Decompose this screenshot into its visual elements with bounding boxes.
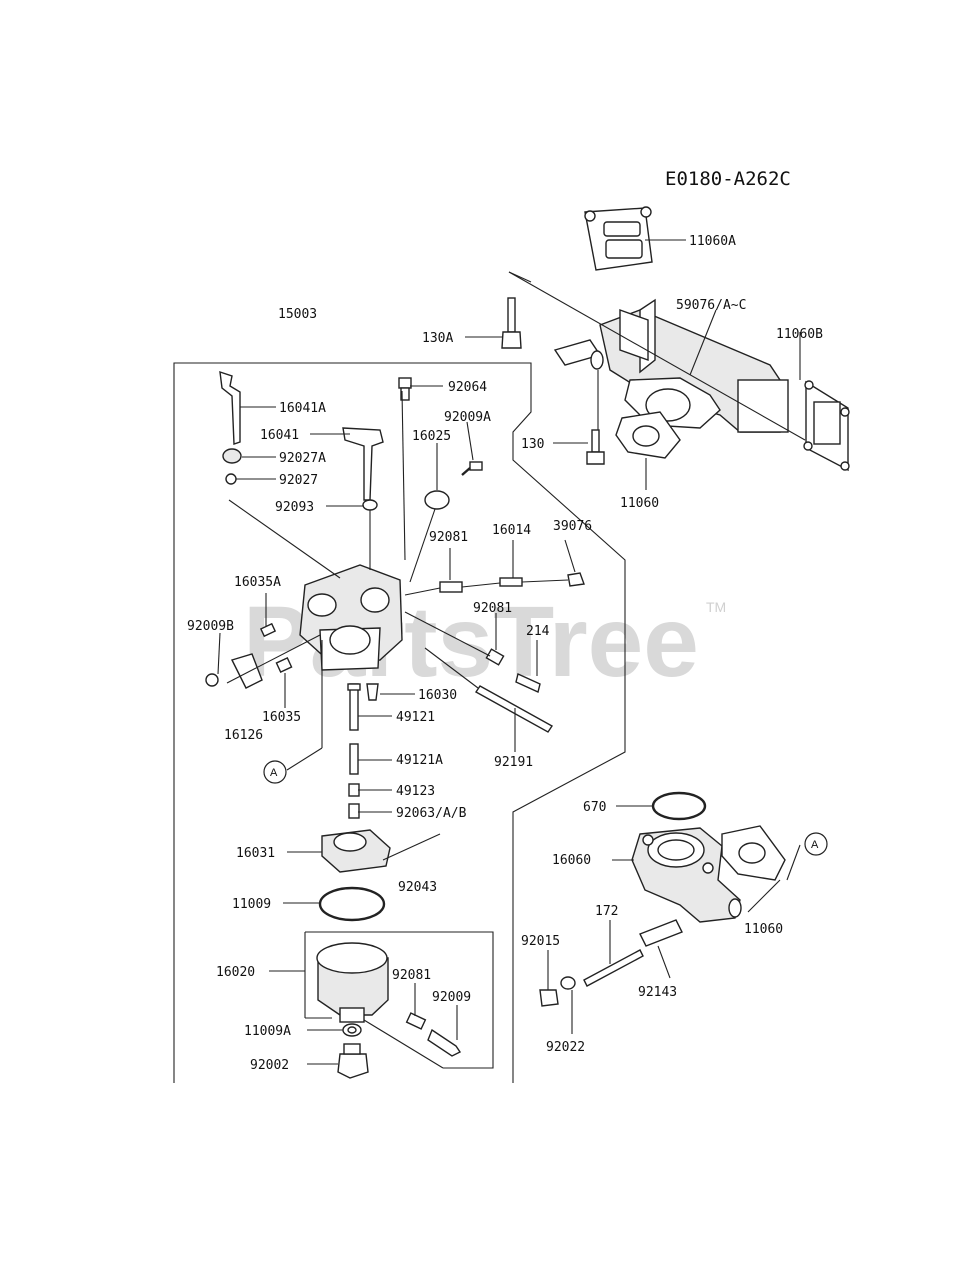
part-label[interactable]: 16031	[236, 846, 275, 861]
screw-92064	[398, 377, 412, 401]
gasket-11060-lower	[721, 825, 786, 881]
part-label[interactable]: 92009A	[444, 410, 491, 425]
stud-172	[583, 949, 644, 987]
part-label[interactable]: 49123	[396, 784, 435, 799]
carburetor-leaders	[217, 385, 576, 1069]
part-label[interactable]: 11060	[620, 496, 659, 511]
part-label[interactable]: 16041A	[279, 401, 326, 416]
part-label[interactable]: 92022	[546, 1040, 585, 1055]
o-ring-670	[651, 791, 707, 821]
washer-92022	[560, 976, 576, 990]
part-label[interactable]: 92009B	[187, 619, 234, 634]
part-label[interactable]: 130	[521, 437, 544, 452]
part-label[interactable]: 92002	[250, 1058, 289, 1073]
washer-11009a	[342, 1023, 362, 1037]
intake-manifold-59076	[553, 298, 789, 433]
part-label[interactable]: 11009	[232, 897, 271, 912]
part-label[interactable]: 16014	[492, 523, 531, 538]
part-label[interactable]: 92027A	[279, 451, 326, 466]
part-label[interactable]: 92064	[448, 380, 487, 395]
jet-16035a	[259, 622, 277, 638]
needle-16030	[366, 683, 379, 701]
screw-214	[515, 673, 541, 693]
part-label[interactable]: 92081	[473, 601, 512, 616]
part-label[interactable]: 11060	[744, 922, 783, 937]
spring-92081-body	[485, 648, 505, 666]
bolt-130	[586, 429, 605, 465]
part-label[interactable]: 92191	[494, 755, 533, 770]
part-label[interactable]: 92081	[429, 530, 468, 545]
part-label[interactable]: 670	[583, 800, 606, 815]
part-label[interactable]: 59076/A~C	[676, 298, 746, 313]
carburetor-body-15003	[299, 564, 403, 671]
part-label[interactable]: 16041	[260, 428, 299, 443]
part-label[interactable]: 11060A	[689, 234, 736, 249]
part-label[interactable]: 16020	[216, 965, 255, 980]
manifold-gasket-11060b	[803, 380, 850, 472]
collar-92143	[639, 919, 683, 947]
screw-92009	[427, 1028, 462, 1057]
callout-a-right-text: A	[811, 839, 819, 851]
part-label[interactable]: 92009	[432, 990, 471, 1005]
part-label[interactable]: 16025	[412, 429, 451, 444]
part-label[interactable]: 92027	[279, 473, 318, 488]
o-ring-11009	[318, 886, 386, 922]
manifold-gasket-11060a	[584, 206, 653, 271]
spring-92081-bowl	[405, 1012, 427, 1030]
drain-plug-92002	[337, 1043, 369, 1079]
pin-92191	[474, 685, 554, 733]
part-label[interactable]: 16126	[224, 728, 263, 743]
part-label[interactable]: 92081	[392, 968, 431, 983]
part-label[interactable]: 49121	[396, 710, 435, 725]
bowl-box	[304, 931, 494, 1069]
callout-a-left-text: A	[270, 767, 278, 779]
nut-92015	[539, 989, 559, 1007]
bolt-130a	[501, 297, 522, 349]
throttle-shaft-16041	[342, 427, 384, 501]
manifold-leaders	[465, 239, 806, 490]
part-labels: 11060A 59076/A~C 11060B 130A 130 11060 1…	[187, 234, 823, 1073]
callout-a-right: A	[804, 832, 828, 856]
part-label[interactable]: 16035	[262, 710, 301, 725]
part-label[interactable]: 39076	[553, 519, 592, 534]
nozzle-49121a	[349, 743, 359, 775]
part-label[interactable]: 92043	[398, 880, 437, 895]
part-label[interactable]: 92093	[275, 500, 314, 515]
throttle-lever-16041a	[219, 370, 241, 445]
seal-92027	[225, 473, 237, 485]
screw-92009a	[461, 461, 483, 476]
part-label[interactable]: 92063/A/B	[396, 806, 467, 821]
part-label[interactable]: 16035A	[234, 575, 281, 590]
insulator-16060	[631, 827, 742, 923]
part-label[interactable]: 92143	[638, 985, 677, 1000]
choke-plate-92009b	[205, 653, 263, 689]
seal-92027a	[222, 448, 242, 464]
part-label[interactable]: 214	[526, 624, 550, 639]
manifold-gasket-11060	[615, 411, 681, 459]
part-label[interactable]: 11060B	[776, 327, 823, 342]
part-label[interactable]: 15003	[278, 307, 317, 322]
part-label[interactable]: 11009A	[244, 1024, 291, 1039]
watermark-trademark: TM	[706, 599, 726, 615]
jet-16035	[275, 657, 293, 673]
spring-92093	[362, 499, 378, 511]
part-label[interactable]: 49121A	[396, 753, 443, 768]
jet-49123	[348, 783, 360, 797]
callout-a-left: A	[263, 760, 287, 784]
float-16031	[321, 829, 441, 873]
idle-screw-group	[404, 572, 585, 596]
part-label[interactable]: 16030	[418, 688, 457, 703]
part-label[interactable]: 16060	[552, 853, 591, 868]
part-label[interactable]: 172	[595, 904, 618, 919]
float-bowl-16020	[316, 942, 389, 1023]
nozzle-49121	[347, 683, 361, 731]
part-label[interactable]: 92015	[521, 934, 560, 949]
part-label[interactable]: 130A	[422, 331, 453, 346]
jet-92063	[348, 803, 360, 819]
insulator-leaders	[547, 805, 801, 1034]
plate-16025	[424, 490, 450, 510]
diagram-code: E0180-A262C	[665, 168, 791, 190]
